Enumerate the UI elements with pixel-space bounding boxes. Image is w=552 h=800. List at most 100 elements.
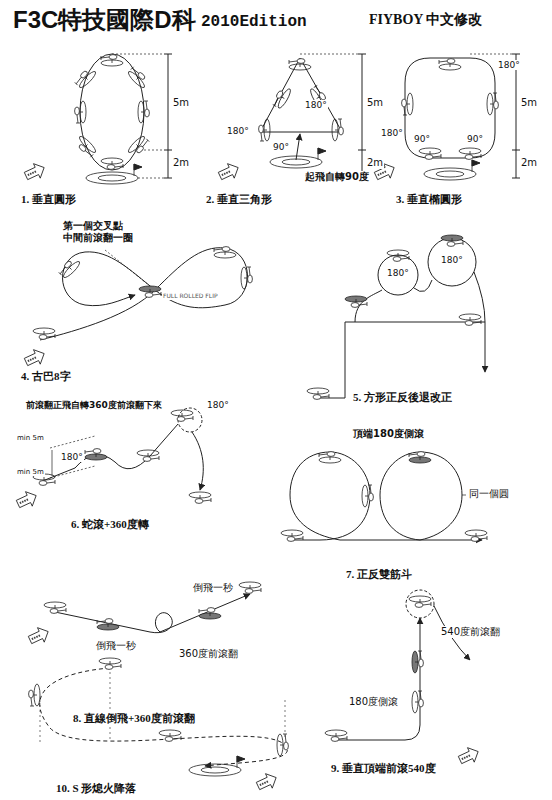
- square-backward-figure-part: [318, 322, 485, 398]
- dimension-label: min 5m: [16, 468, 45, 476]
- double-loop-figure: [281, 452, 487, 542]
- s-autorotation-figure-part: [40, 668, 288, 766]
- cuban-eight-figure-part: [33, 328, 55, 339]
- inverted-flight-figure-part: [44, 602, 66, 613]
- figure-caption: 2. 垂直三角形: [205, 193, 273, 206]
- angle-label: 90°: [272, 142, 290, 152]
- note-label: 第一個交叉點 中間前滾翻一圈: [62, 220, 134, 243]
- angle-label: 180°: [60, 452, 84, 462]
- vertical-circle-figure-part: [101, 158, 123, 169]
- angle-label: 180°: [226, 126, 250, 136]
- vertical-circle-figure-part: [112, 54, 164, 55]
- cuban-eight-figure-part: [139, 286, 161, 297]
- inverted-flight-figure-part: [27, 624, 52, 647]
- note-label: 180度側滾: [348, 696, 399, 708]
- vertical-triangle-figure-part: [260, 58, 342, 132]
- snake-roll-figure-part: [171, 410, 193, 421]
- vertical-oval-figure-part: [405, 58, 495, 158]
- snake-roll-figure-part: [192, 432, 203, 490]
- vertical-oval-figure-part: [439, 59, 461, 70]
- cuban-eight-figure-part: [23, 346, 48, 369]
- vertical-540-figure-part: [412, 651, 423, 673]
- vertical-circle-figure-part: [138, 178, 164, 179]
- snake-roll-figure-part: [52, 450, 53, 476]
- angle-label: 90°: [413, 134, 431, 144]
- vertical-triangle-figure-part: [358, 54, 366, 55]
- inverted-flight-figure-part: [55, 594, 250, 633]
- dimension-label: 2m: [172, 157, 190, 169]
- double-loop-figure-part: [462, 495, 466, 496]
- vertical-circle-figure-part: [74, 66, 98, 90]
- vertical-540-figure-part: [457, 744, 482, 767]
- dimension-label: 5m: [366, 97, 384, 109]
- s-autorotation-figure-part: [110, 672, 111, 740]
- figure-caption: 10. S 形熄火降落: [55, 782, 137, 795]
- angle-label: 180°: [380, 128, 404, 138]
- vertical-540-figure-part: [325, 730, 347, 741]
- note-label: 360度前滾翻: [178, 648, 239, 660]
- vertical-circle-figure-part: [164, 54, 172, 55]
- s-autorotation-figure-part: [189, 756, 245, 776]
- figure-caption: 9. 垂直頂端前滾540度: [330, 762, 437, 775]
- vertical-oval-figure-part: [487, 93, 498, 115]
- s-autorotation-figure-part: [159, 730, 181, 741]
- angle-label: 180°: [206, 400, 230, 410]
- note-label: 前滾翻正飛自轉360度前滾翻下來: [25, 400, 163, 410]
- figure-caption: 1. 垂直圓形: [20, 193, 77, 206]
- vertical-circle-figure-part: [80, 54, 144, 170]
- double-loop-figure-part: [465, 530, 487, 541]
- inverted-flight-figure-part: [239, 582, 261, 593]
- note-label: 倒飛一秒: [95, 640, 137, 652]
- snake-roll-figure: [15, 408, 211, 511]
- vertical-oval-figure-part: [516, 54, 517, 178]
- s-autorotation-figure-part: [40, 700, 41, 745]
- angle-label: 180°: [386, 268, 410, 278]
- snake-roll-figure-part: [137, 450, 159, 461]
- vertical-540-figure-part: [335, 618, 420, 740]
- snake-roll-figure-part: [40, 424, 178, 482]
- angle-label: 180°: [440, 255, 464, 265]
- angle-label: 90°: [466, 134, 484, 144]
- square-backward-figure-part: [459, 314, 481, 325]
- vertical-triangle-figure-part: [217, 160, 242, 183]
- vertical-triangle-figure-part: [259, 119, 270, 141]
- inverted-flight-figure-part: [199, 608, 221, 619]
- vertical-540-figure: [325, 590, 482, 767]
- vertical-oval-figure-part: [512, 178, 520, 179]
- cuban-eight-figure-part: [214, 247, 236, 258]
- angle-label: 180°: [304, 100, 328, 110]
- vertical-oval-figure-part: [402, 93, 413, 115]
- vertical-triangle-figure-part: [272, 85, 293, 110]
- square-backward-figure-part: [441, 235, 463, 246]
- vertical-circle-figure-part: [75, 101, 86, 123]
- vertical-triangle-figure: [217, 54, 366, 183]
- inverted-flight-figure-part: [97, 619, 119, 630]
- dimension-label: 5m: [520, 97, 538, 109]
- note-label: 540度前滾翻: [440, 626, 501, 638]
- vertical-circle-figure: [23, 54, 172, 184]
- inverted-flight-figure: [27, 582, 261, 647]
- note-label: 同一個圓: [468, 488, 510, 500]
- dimension-label: 2m: [520, 157, 538, 169]
- dimension-label: 2m: [366, 157, 384, 169]
- vertical-circle-figure-part: [164, 150, 172, 151]
- square-backward-figure-part: [345, 296, 367, 307]
- vertical-circle-figure-part: [74, 135, 98, 159]
- vertical-triangle-figure-part: [358, 150, 366, 151]
- dimension-label: min 5m: [16, 434, 45, 442]
- cuban-eight-figure-part: [241, 267, 252, 289]
- double-loop-figure-part: [362, 485, 373, 507]
- snake-roll-figure-part: [85, 449, 107, 460]
- vertical-oval-figure: [373, 54, 520, 183]
- figure-caption: 4. 古巴8字: [20, 370, 72, 383]
- vertical-oval-figure-part: [419, 148, 441, 159]
- figure-caption: 6. 蛇滾+360度轉: [70, 518, 150, 531]
- figure-caption: 3. 垂直橢圓形: [395, 193, 463, 206]
- vertical-540-figure-part: [406, 590, 434, 618]
- double-loop-figure-part: [409, 452, 431, 463]
- vertical-circle-figure-part: [164, 178, 172, 179]
- s-autorotation-figure-part: [277, 734, 288, 756]
- page-title: F3C特技國際D科: [12, 6, 197, 34]
- vertical-540-figure-part: [409, 596, 431, 607]
